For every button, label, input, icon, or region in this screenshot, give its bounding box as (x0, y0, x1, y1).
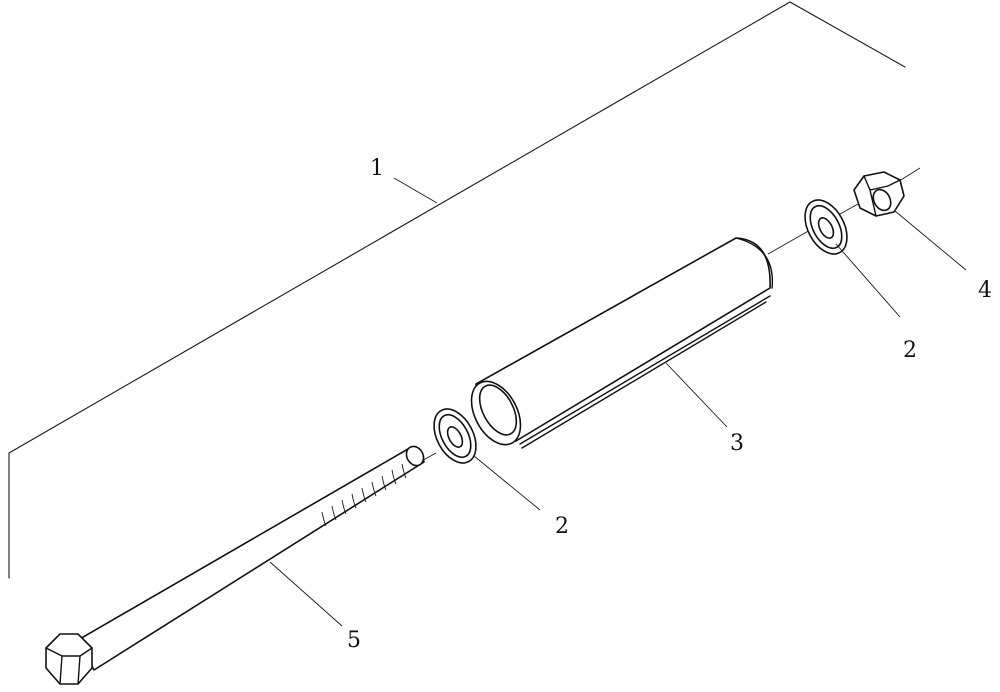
callout-5: 5 (347, 628, 361, 653)
leader-lines (269, 177, 967, 627)
washer-upper (804, 199, 848, 255)
callout-3: 3 (730, 431, 744, 456)
assembly-bracket (8, 1, 906, 579)
callout-1: 1 (370, 156, 384, 181)
callout-4: 4 (978, 278, 992, 303)
callout-2-lower: 2 (555, 514, 569, 539)
bolt (45, 445, 425, 685)
split-sleeve (470, 237, 774, 449)
bolt-hex-head (45, 633, 93, 685)
hex-nut (853, 171, 905, 217)
bolt-thread (321, 463, 407, 527)
washer-lower (433, 408, 477, 464)
callout-2-upper: 2 (903, 338, 917, 363)
